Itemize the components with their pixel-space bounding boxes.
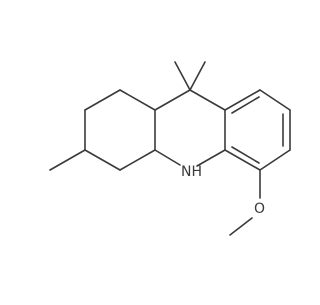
bond bbox=[174, 61, 191, 91]
bond bbox=[154, 149, 181, 166]
bond bbox=[224, 89, 261, 111]
bond bbox=[259, 89, 291, 111]
molecule-canvas: NH O bbox=[49, 61, 291, 236]
bond bbox=[224, 149, 261, 171]
bond bbox=[259, 149, 291, 171]
bonds bbox=[49, 61, 291, 236]
bond bbox=[231, 146, 260, 164]
bond bbox=[189, 89, 226, 111]
bond bbox=[154, 89, 191, 111]
bond bbox=[119, 89, 156, 111]
bond bbox=[49, 149, 86, 171]
bond bbox=[119, 149, 156, 171]
bond bbox=[229, 217, 253, 236]
bond bbox=[84, 149, 121, 171]
bond bbox=[189, 61, 206, 91]
o-label: O bbox=[254, 201, 265, 217]
structure-diagram: NH O bbox=[49, 61, 291, 236]
nh-label: NH bbox=[181, 164, 202, 180]
bond bbox=[227, 85, 256, 102]
bond bbox=[196, 149, 226, 167]
bond bbox=[231, 96, 260, 114]
bond bbox=[84, 89, 121, 111]
